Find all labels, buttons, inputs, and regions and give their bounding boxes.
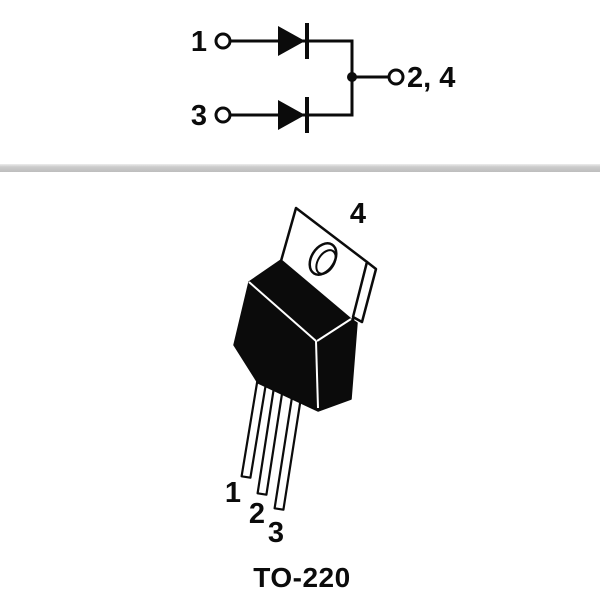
body-front-side-edge xyxy=(315,340,319,409)
to220-package-drawing: 4 1 2 3 TO-220 xyxy=(225,198,378,593)
schematic-pin-1-label: 1 xyxy=(191,26,207,58)
diode-1-anode-triangle-icon xyxy=(278,26,305,56)
diode-2-anode-triangle-icon xyxy=(278,100,305,130)
lead-2-label: 2 xyxy=(249,498,265,530)
schematic-common-pin-label: 2, 4 xyxy=(407,62,455,94)
pin-3-terminal-icon xyxy=(214,106,232,124)
mounting-hole-inner-edge xyxy=(315,249,337,275)
schematic-pin-3-label: 3 xyxy=(191,100,207,132)
lead-1-label: 1 xyxy=(225,477,241,509)
diode-schematic: 1 3 2, 4 xyxy=(191,23,455,133)
package-caption: TO-220 xyxy=(253,562,350,593)
body-top-front-edge xyxy=(248,281,317,342)
body-top-side-edge xyxy=(316,318,352,342)
pin-1-terminal-icon xyxy=(214,32,232,50)
package-body xyxy=(233,259,358,412)
section-divider xyxy=(0,164,600,172)
lead-3-label: 3 xyxy=(268,517,284,549)
mounting-tab-edge xyxy=(351,260,378,324)
tab-pin-4-label: 4 xyxy=(350,198,366,230)
common-terminal-icon xyxy=(387,68,405,86)
